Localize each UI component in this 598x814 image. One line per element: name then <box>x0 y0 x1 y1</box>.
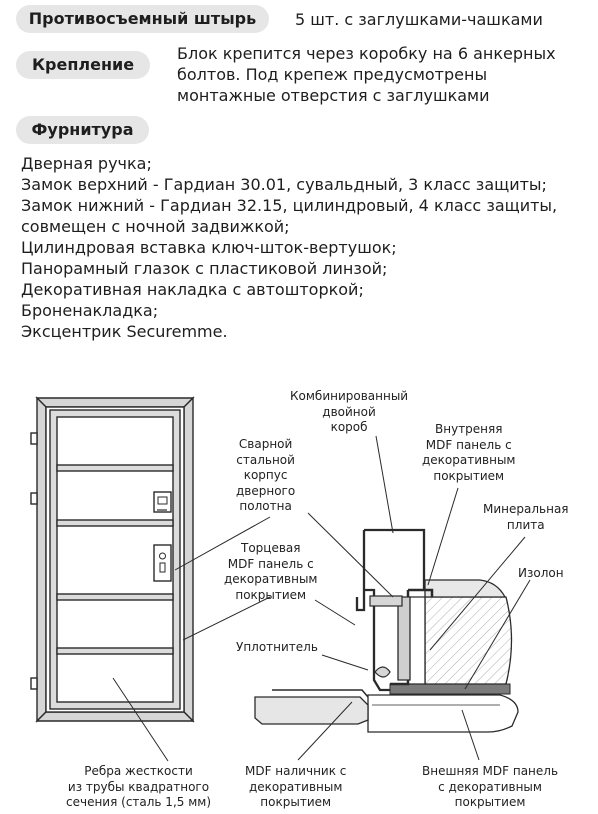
callout-line: Торцевая <box>241 541 301 555</box>
callout-inner-panel: Внутреняя MDF панель с декоративным покр… <box>422 422 515 484</box>
callout-line: Уплотнитель <box>236 640 318 654</box>
callout-izolon: Изолон <box>518 566 564 582</box>
callout-line: Внешняя MDF панель <box>422 764 559 778</box>
callout-line: плита <box>506 517 545 532</box>
hinge <box>30 432 38 445</box>
callout-line: с декоративным <box>438 779 542 794</box>
callout-line: покрытием <box>454 795 526 809</box>
callout-line: Изолон <box>518 566 564 580</box>
callout-line: Сварной <box>238 437 293 451</box>
stiffener-rib <box>56 519 174 527</box>
inner-mdf-panel-shape <box>424 579 507 598</box>
callout-line: декоративным <box>248 779 343 794</box>
mounting-value: Блок крепится через коробку на 6 анкерны… <box>177 43 556 106</box>
fittings-item: Панорамный глазок с пластиковой линзой; <box>21 259 388 278</box>
callout-line: покрытием <box>433 468 505 483</box>
callout-line: из трубы квадратного <box>67 779 210 794</box>
fittings-item: Дверная ручка; <box>21 154 152 173</box>
mdf-trim-shape <box>254 696 369 725</box>
fittings-label: Фурнитура <box>16 116 149 144</box>
fittings-item: Броненакладка; <box>21 301 159 320</box>
callout-line: покрытием <box>260 795 332 809</box>
callout-line: полотна <box>239 499 292 513</box>
callout-line: покрытием <box>235 587 307 602</box>
mounting-value-line: Блок крепится через коробку на 6 анкерны… <box>177 44 556 63</box>
hinge <box>30 492 38 505</box>
callout-line: MDF панель с <box>227 556 314 571</box>
callout-mdf-trim: MDF наличник с декоративным покрытием <box>245 764 346 811</box>
izolon-layer <box>389 683 511 695</box>
fittings-item: Эксцентрик Securemme. <box>21 322 228 341</box>
callout-line: MDF наличник с <box>245 764 347 778</box>
end-mdf-panel-shape <box>397 596 411 681</box>
callout-line: Минеральная <box>483 502 569 516</box>
callout-line: декоративным <box>422 453 516 467</box>
callout-end-panel: Торцевая MDF панель с декоративным покры… <box>224 541 317 603</box>
fittings-item: Замок нижний - Гардиан 32.15, цилиндровы… <box>21 196 558 215</box>
mounting-value-line: монтажные отверстия с заглушками <box>177 86 490 105</box>
callout-seal: Уплотнитель <box>236 640 318 656</box>
anti-removal-pin-value: 5 шт. с заглушками-чашками <box>295 10 543 29</box>
callout-mineral-board: Минеральная плита <box>483 502 569 533</box>
fittings-item: Декоративная накладка с автошторкой; <box>21 280 364 299</box>
fittings-item: совмещен с ночной задвижкой; <box>21 217 290 236</box>
callout-leaders <box>112 435 531 762</box>
door-cross-section <box>254 528 519 733</box>
callout-line: короб <box>330 420 368 434</box>
callout-line: MDF панель с <box>425 437 512 452</box>
callout-line: Внутреняя <box>435 422 503 436</box>
stiffener-rib <box>56 593 174 601</box>
door-frame <box>35 397 195 408</box>
callout-combined-frame: Комбинированный двойной короб <box>290 389 408 436</box>
callout-line: стальной <box>236 452 295 467</box>
mounting-value-line: болтов. Под крепеж предусмотрены <box>177 65 488 84</box>
callout-line: Комбинированный <box>290 389 409 403</box>
callout-outer-panel: Внешняя MDF панель с декоративным покрыт… <box>422 764 558 811</box>
stiffener-rib <box>56 647 174 655</box>
mounting-label: Крепление <box>16 51 150 79</box>
seal-shape <box>374 666 391 678</box>
stiffener-rib <box>56 464 174 472</box>
hinge <box>30 677 38 690</box>
fittings-item: Цилиндровая вставка ключ-шток-вертушок; <box>21 238 397 257</box>
callout-line: двойной <box>322 404 376 419</box>
callout-welded-body: Сварной стальной корпус дверного полотна <box>236 437 295 515</box>
callout-line: Ребра жесткости <box>84 764 193 778</box>
callout-line: корпус <box>243 468 288 482</box>
anti-removal-pin-label: Противосъемный штырь <box>16 5 269 33</box>
outer-mdf-panel-shape <box>367 694 519 733</box>
callout-line: декоративным <box>224 572 318 586</box>
combined-frame-shape <box>355 528 426 692</box>
door-front-view <box>30 396 195 723</box>
callout-stiffeners: Ребра жесткости из трубы квадратного сеч… <box>66 764 211 811</box>
mineral-board <box>424 596 513 685</box>
fittings-item: Замок верхний - Гардиан 30.01, сувальдны… <box>21 175 547 194</box>
callout-line: сечения (сталь 1,5 мм) <box>66 795 211 809</box>
callout-line: дверного <box>236 483 296 498</box>
fittings-list: Дверная ручка; Замок верхний - Гардиан 3… <box>21 153 557 342</box>
